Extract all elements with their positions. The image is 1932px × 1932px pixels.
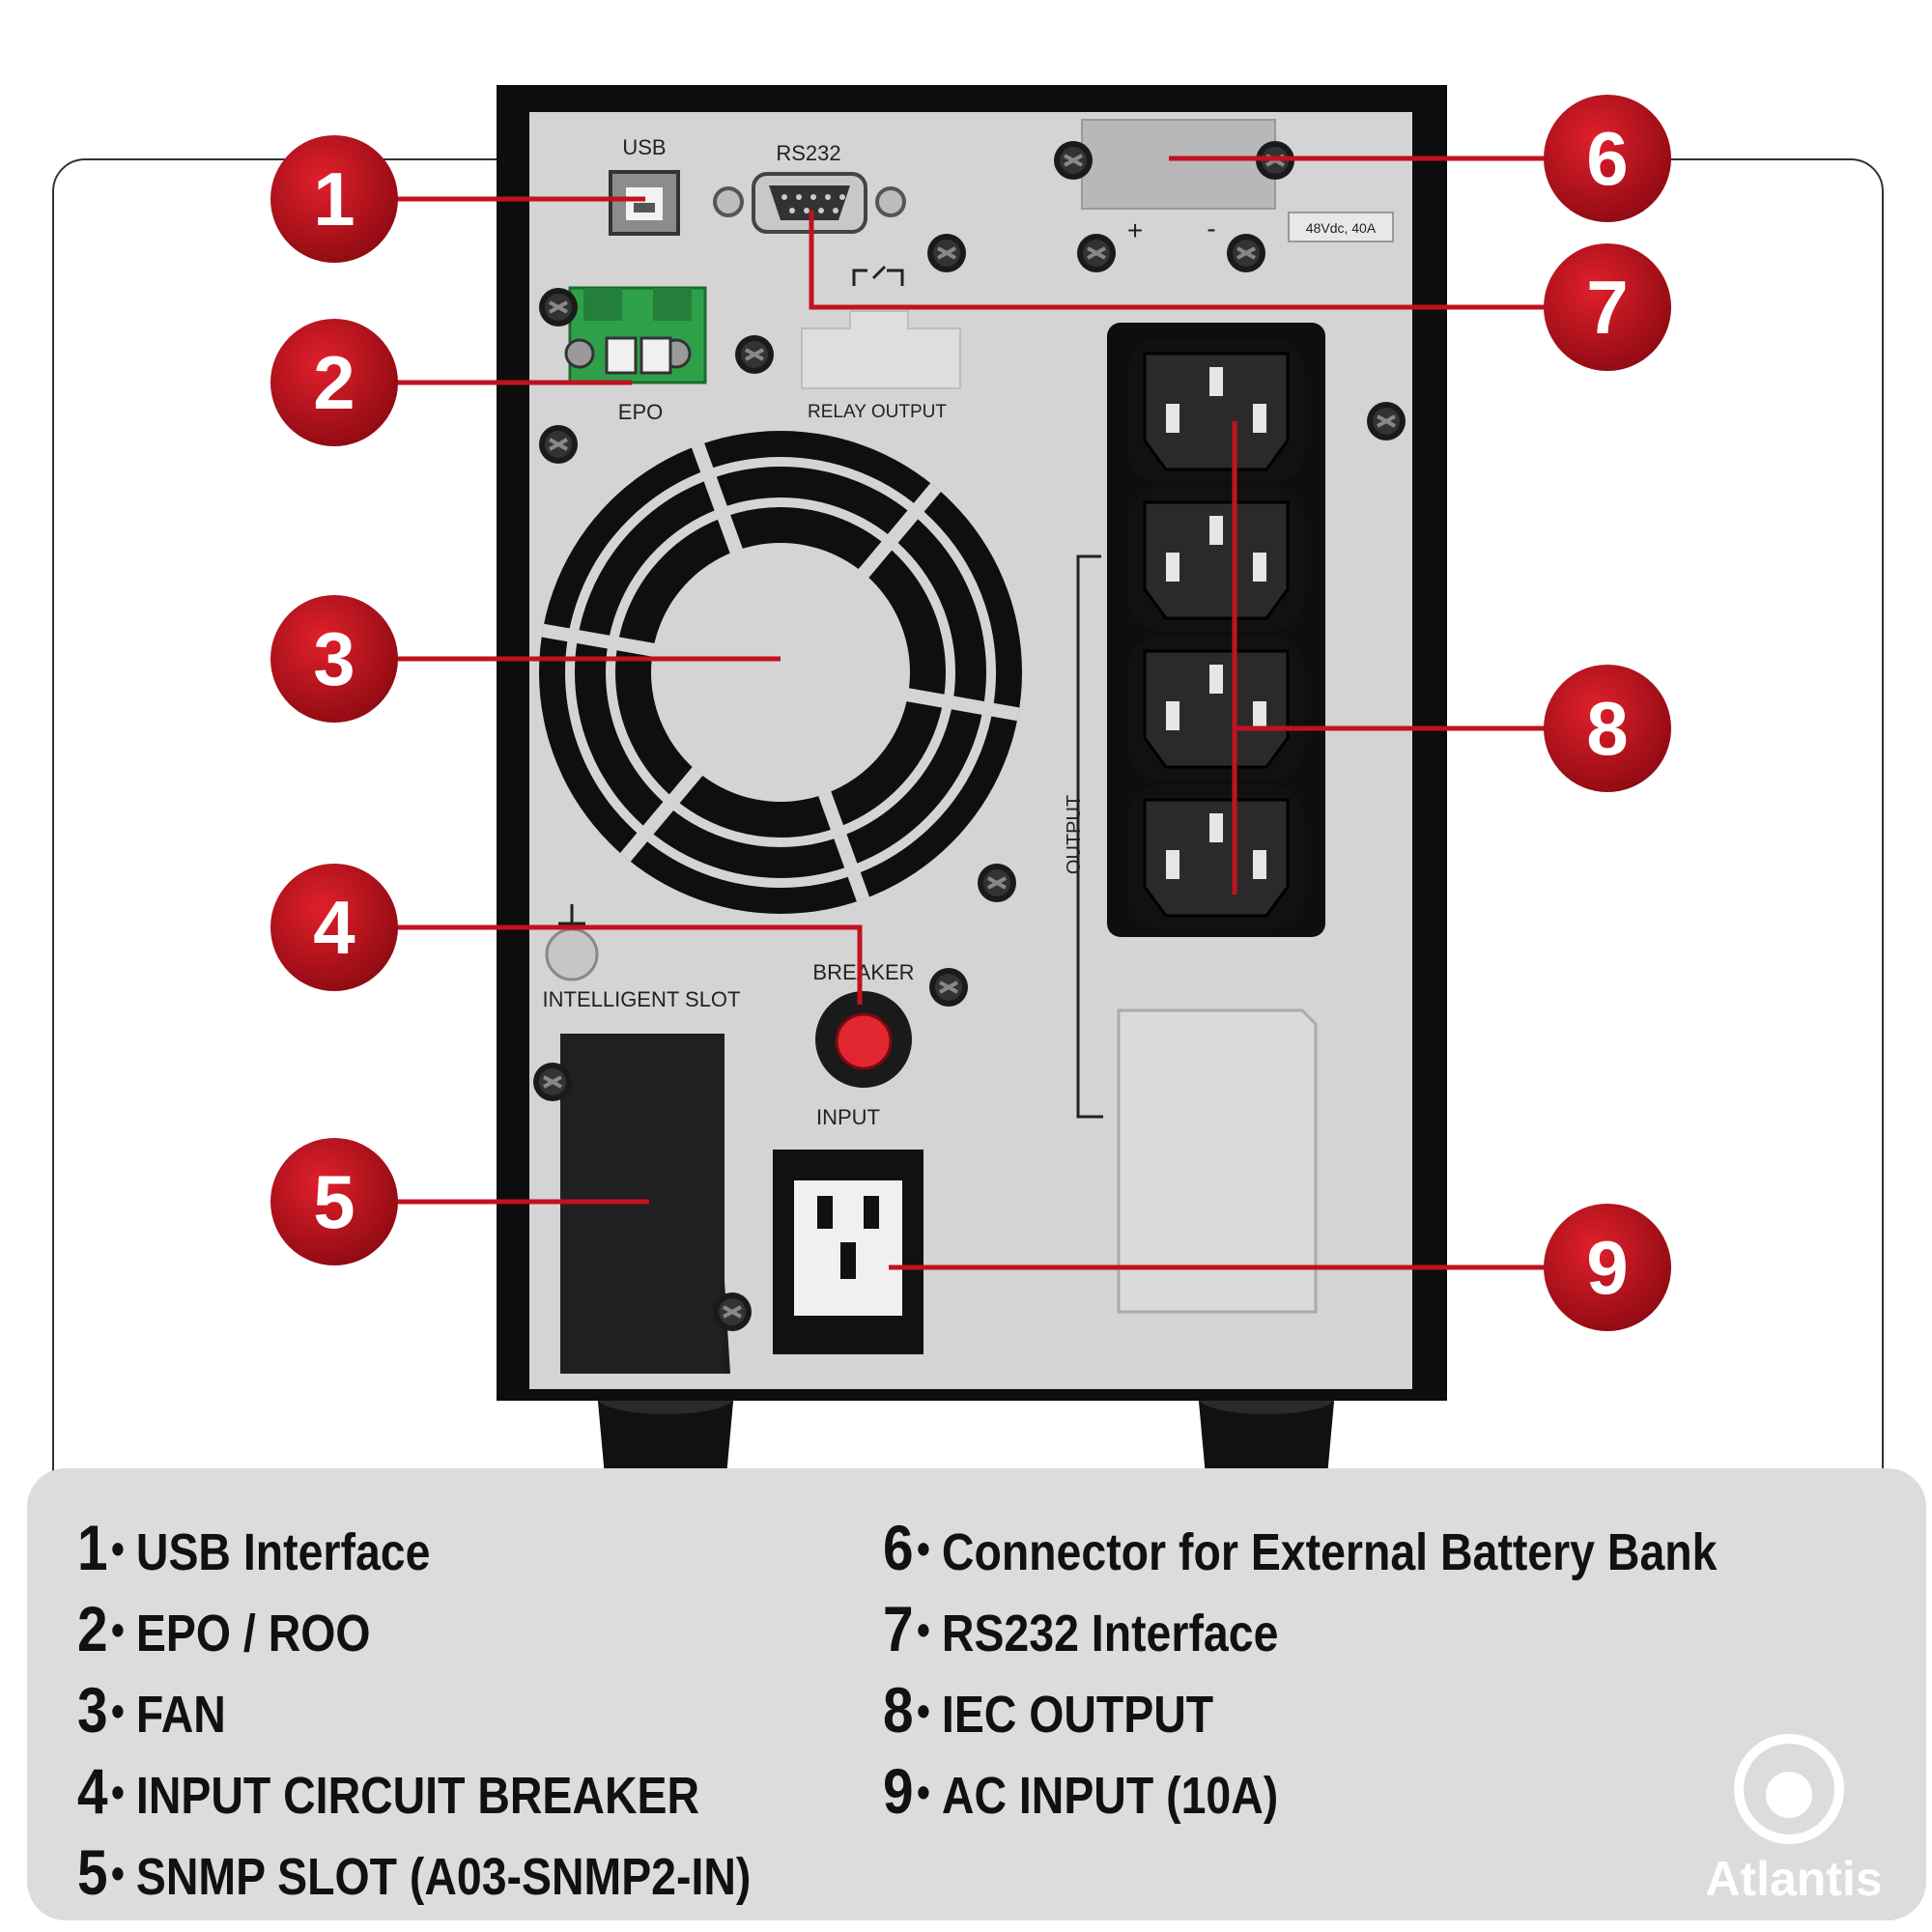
legend-bullet: •: [917, 1767, 930, 1817]
legend-label: IEC OUTPUT: [941, 1686, 1214, 1744]
legend-item-8: 8•IEC OUTPUT: [883, 1671, 1213, 1748]
epo-terminal: [564, 286, 707, 384]
panel-screw: [927, 966, 970, 1009]
relay-symbol-icon: [852, 265, 904, 286]
callout-4: 4: [270, 864, 398, 991]
rs232-port-label: RS232: [776, 141, 840, 165]
output-socket: [1125, 782, 1307, 931]
legend-number: 9: [883, 1755, 914, 1827]
usb-port: [609, 170, 680, 236]
panel-screw: [711, 1291, 753, 1333]
output-socket: [1125, 634, 1307, 782]
callout-8: 8: [1544, 665, 1671, 792]
legend-number: 7: [883, 1593, 914, 1664]
callout-number: 3: [313, 616, 355, 701]
callout-number: 9: [1586, 1225, 1628, 1310]
legend-label: INPUT CIRCUIT BREAKER: [135, 1767, 700, 1825]
legend-number: 2: [77, 1593, 108, 1664]
intelligent-slot-label: INTELLIGENT SLOT: [543, 987, 741, 1011]
legend-item-3: 3•FAN: [77, 1671, 226, 1748]
legend-label: RS232 Interface: [941, 1605, 1279, 1662]
callout-number: 5: [313, 1159, 355, 1244]
legend-item-9: 9•AC INPUT (10A): [883, 1752, 1278, 1830]
battery-connector: [925, 119, 1394, 274]
legend-label: Connector for External Battery Bank: [941, 1523, 1718, 1581]
fan-grille: [539, 431, 1022, 914]
legend-bullet: •: [917, 1523, 930, 1574]
legend-bullet: •: [111, 1686, 125, 1736]
callout-6: 6: [1544, 95, 1671, 222]
output-label: OUTPUT: [1064, 795, 1085, 874]
legend-number: 5: [77, 1836, 108, 1908]
callout-number: 4: [313, 885, 355, 970]
legend-item-7: 7•RS232 Interface: [883, 1590, 1278, 1667]
panel-screw: [537, 286, 580, 328]
legend-number: 3: [77, 1674, 108, 1746]
output-socket: [1125, 485, 1307, 634]
legend-bullet: •: [917, 1686, 930, 1736]
legend-item-1: 1•USB Interface: [77, 1509, 430, 1586]
output-socket: [1125, 336, 1307, 485]
output-bracket: [1076, 554, 1103, 1119]
callout-number: 7: [1586, 265, 1628, 350]
legend-bullet: •: [111, 1767, 125, 1817]
atlantis-logo-icon: [1734, 1734, 1844, 1844]
panel-screw: [733, 333, 776, 376]
relay-output-cover: [801, 265, 961, 389]
ac-input-inlet: [773, 1150, 923, 1354]
panel-screw: [976, 862, 1018, 904]
legend-item-2: 2•EPO / ROO: [77, 1590, 370, 1667]
legend-item-5: 5•SNMP SLOT (A03-SNMP2-IN): [77, 1833, 751, 1911]
legend-number: 4: [77, 1755, 108, 1827]
callout-number: 6: [1586, 116, 1628, 201]
callout-5: 5: [270, 1138, 398, 1265]
legend-panel: 1•USB Interface 2•EPO / ROO 3•FAN 4•INPU…: [27, 1468, 1926, 1920]
callout-leaders: [328, 156, 1604, 1270]
callout-number: 2: [313, 340, 355, 425]
legend-label: EPO / ROO: [135, 1605, 371, 1662]
panel-screw: [531, 1061, 574, 1103]
breaker-label: BREAKER: [812, 960, 914, 984]
relay-output-label: RELAY OUTPUT: [808, 402, 947, 422]
usb-port-label: USB: [622, 135, 666, 159]
battery-rating-label: 48Vdc, 40A: [1306, 220, 1377, 236]
legend-bullet: •: [111, 1523, 125, 1574]
callout-1: 1: [270, 135, 398, 263]
callout-2: 2: [270, 319, 398, 446]
legend-bullet: •: [111, 1848, 125, 1898]
ground-screw: [545, 927, 599, 981]
blank-cover-plate: [1117, 1009, 1318, 1314]
legend-label: AC INPUT (10A): [941, 1767, 1279, 1825]
input-label: INPUT: [816, 1105, 880, 1129]
legend-label: FAN: [135, 1686, 226, 1744]
callout-3: 3: [270, 595, 398, 723]
legend-bullet: •: [111, 1605, 125, 1655]
legend-label: SNMP SLOT (A03-SNMP2-IN): [135, 1848, 752, 1906]
epo-label: EPO: [618, 400, 663, 424]
callout-number: 8: [1586, 686, 1628, 771]
rs232-port: [713, 172, 906, 234]
callout-9: 9: [1544, 1204, 1671, 1331]
legend-item-4: 4•INPUT CIRCUIT BREAKER: [77, 1752, 699, 1830]
brand-name: Atlantis: [1705, 1852, 1883, 1906]
legend-label: USB Interface: [135, 1523, 431, 1581]
panel-screw: [537, 423, 580, 466]
callout-number: 1: [313, 156, 355, 242]
battery-minus-label: -: [1207, 213, 1215, 243]
legend-number: 6: [883, 1512, 914, 1583]
legend-item-6: 6•Connector for External Battery Bank: [883, 1509, 1717, 1586]
panel-screw: [1365, 400, 1407, 442]
breaker-button: [815, 991, 912, 1088]
battery-plus-label: +: [1127, 215, 1143, 245]
legend-bullet: •: [917, 1605, 930, 1655]
legend-number: 1: [77, 1512, 108, 1583]
callout-7: 7: [1544, 243, 1671, 371]
legend-number: 8: [883, 1674, 914, 1746]
